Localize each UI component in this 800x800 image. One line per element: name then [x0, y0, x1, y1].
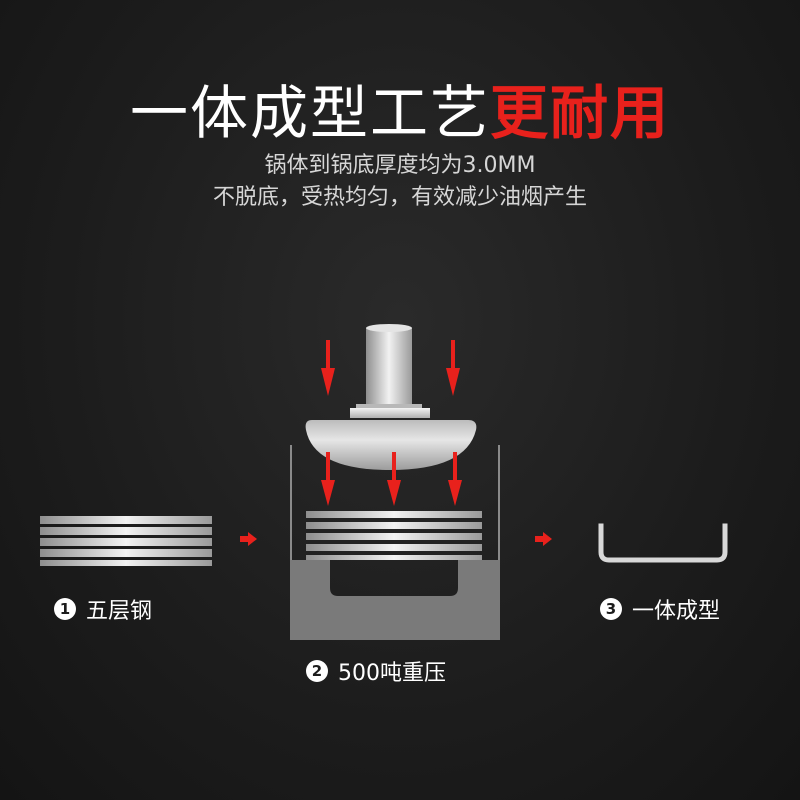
subtitle-line-1: 锅体到锅底厚度均为3.0MM	[264, 153, 536, 178]
steel-layer	[306, 522, 482, 529]
step-label: 500吨重压	[338, 661, 446, 686]
press-machine	[290, 324, 500, 640]
step-label: 五层钢	[86, 599, 153, 624]
arrow-down-icon	[321, 340, 335, 396]
step-number: 3	[600, 598, 622, 620]
press-collar	[350, 408, 430, 418]
step-3: 3 一体成型	[600, 593, 720, 625]
arrow-down-icon	[321, 452, 335, 506]
press-head	[305, 420, 477, 470]
five-layer-steel	[40, 516, 212, 566]
step-1: 1 五层钢	[54, 593, 152, 625]
step-2: 2 500吨重压	[306, 655, 446, 687]
step-number: 1	[54, 598, 76, 620]
arrow-down-icon	[446, 340, 460, 396]
arrow-right-icon	[535, 532, 552, 546]
steel-layer	[306, 544, 482, 551]
arrow-down-icon	[448, 452, 462, 506]
steel-layer	[306, 511, 482, 518]
arrow-down-icon	[387, 452, 401, 506]
formed-pan	[598, 523, 728, 563]
arrow-right-icon	[240, 532, 257, 546]
step-label: 一体成型	[632, 599, 721, 624]
steel-layer	[40, 527, 212, 535]
mold-base	[290, 560, 500, 640]
steel-layer	[306, 555, 482, 560]
subtitle: 锅体到锅底厚度均为3.0MM 不脱底，受热均匀，有效减少油烟产生	[0, 150, 800, 214]
title-highlight: 更耐用	[490, 79, 671, 147]
page-title: 一体成型工艺更耐用	[0, 78, 800, 148]
subtitle-line-2: 不脱底，受热均匀，有效减少油烟产生	[212, 185, 587, 210]
step-number: 2	[306, 660, 328, 682]
title-main: 一体成型工艺	[129, 79, 490, 147]
steel-layer	[306, 533, 482, 540]
steel-layer	[40, 549, 212, 557]
steel-layer	[40, 560, 212, 566]
press-shaft	[366, 328, 412, 410]
steel-layer	[40, 538, 212, 546]
steel-layer	[40, 516, 212, 524]
